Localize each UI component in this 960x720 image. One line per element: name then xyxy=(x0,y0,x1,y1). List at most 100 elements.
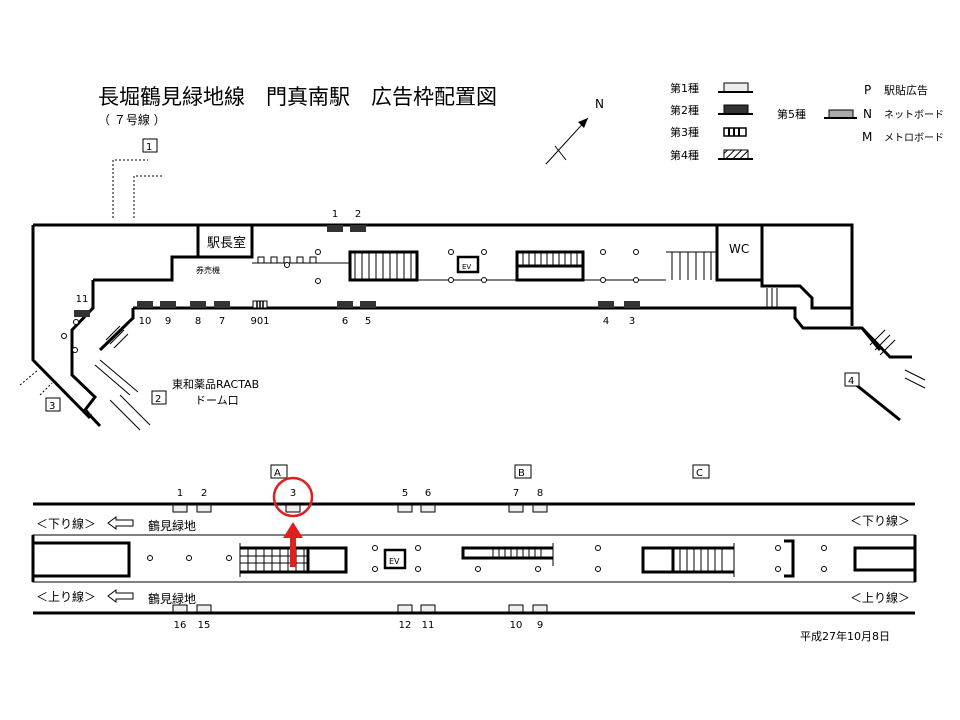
ticket-gates xyxy=(257,256,317,264)
ad-slot xyxy=(532,604,548,613)
ad-slot xyxy=(532,504,548,513)
ad-slot xyxy=(214,301,230,308)
highlight-arrow-icon xyxy=(283,522,303,567)
ad-number: 1 xyxy=(332,209,338,220)
ad-number: 15 xyxy=(198,620,211,631)
ad-slot xyxy=(327,225,343,232)
escalator-icon xyxy=(354,252,412,280)
down-line-label: ＜下り線＞ xyxy=(36,516,96,531)
destination-down: 鶴見緑地 xyxy=(148,518,196,533)
exit-4: 4 xyxy=(844,372,860,387)
exit-2-name-line2: ドーム口 xyxy=(195,394,239,407)
ad-number: 901 xyxy=(250,316,269,327)
exit-2: 2 xyxy=(151,390,167,405)
svg-text:駅貼広告: 駅貼広告 xyxy=(884,83,928,97)
ad-number: 2 xyxy=(355,209,361,220)
section-a: A xyxy=(270,464,288,479)
section-c: C xyxy=(692,464,710,479)
svg-text:4: 4 xyxy=(848,376,854,387)
ad-slot xyxy=(74,310,90,317)
svg-text:N: N xyxy=(863,107,872,121)
ad-number: 11 xyxy=(422,620,435,631)
svg-text:EV: EV xyxy=(462,263,471,271)
ad-number: 7 xyxy=(219,316,225,327)
ad-number: 9 xyxy=(537,620,543,631)
legend-type1-label: 第1種 xyxy=(670,81,699,95)
ad-number: 4 xyxy=(603,316,609,327)
svg-text:2: 2 xyxy=(155,394,161,405)
ad-slot xyxy=(508,604,524,613)
date-label: 平成27年10月8日 xyxy=(800,629,890,643)
ad-number: 6 xyxy=(342,316,348,327)
ad-number: 6 xyxy=(425,488,431,499)
ad-slot xyxy=(190,301,206,308)
svg-text:1: 1 xyxy=(146,142,152,153)
ad-number: 7 xyxy=(513,488,519,499)
exit-3: 3 xyxy=(45,397,61,412)
svg-text:A: A xyxy=(274,468,281,479)
ad-slot xyxy=(420,604,436,613)
type3-icon xyxy=(723,127,747,137)
ad-slot xyxy=(397,604,413,613)
svg-text:3: 3 xyxy=(49,401,55,412)
ad-slot xyxy=(172,504,188,513)
ad-number: 2 xyxy=(201,488,207,499)
ad-number: 8 xyxy=(537,488,543,499)
ad-slot xyxy=(360,301,376,308)
svg-text:ネットボード: ネットボード xyxy=(884,109,944,121)
ad-slot xyxy=(350,225,366,232)
north-label: N xyxy=(595,97,604,111)
section-b: B xyxy=(514,464,532,479)
pillars xyxy=(147,545,827,572)
ad-number: 8 xyxy=(195,316,201,327)
legend-type2-label: 第2種 xyxy=(670,103,699,117)
ad-number: 10 xyxy=(510,620,523,631)
ad-slot xyxy=(508,504,524,513)
up-line-label-right: ＜上り線＞ xyxy=(850,590,910,605)
ad-number: 12 xyxy=(399,620,412,631)
ad-number: 3 xyxy=(290,488,296,499)
ad-number: 9 xyxy=(165,316,171,327)
svg-text:C: C xyxy=(696,468,703,479)
exit-1: 1 xyxy=(142,138,158,153)
legend-type5-label: 第5種 xyxy=(777,107,806,121)
svg-text:M: M xyxy=(862,130,872,144)
ad-slot xyxy=(172,604,188,613)
svg-text:EV: EV xyxy=(389,557,400,566)
left-arrow-icon xyxy=(107,589,134,603)
platform-plan: EV ＜下り線＞ ＜下り線＞ ＜上り線＞ ＜上り線＞ 鶴見緑地 鶴見緑地 A B… xyxy=(31,464,917,631)
ad-number: 1 xyxy=(177,488,183,499)
ad-number: 11 xyxy=(76,294,89,305)
page-title: 長堀鶴見緑地線 門真南駅 広告枠配置図 xyxy=(98,85,497,109)
ad-slot xyxy=(420,504,436,513)
station-master-room: 駅長室 xyxy=(207,235,246,251)
stairs-icon xyxy=(522,252,578,266)
ad-number: 16 xyxy=(174,620,187,631)
ad-slot xyxy=(598,301,614,308)
left-arrow-icon xyxy=(107,516,134,530)
legend: 第1種 第2種 第3種 第4種 第5種 P 駅貼広告 N ネットボード M メト… xyxy=(670,81,944,162)
legend-type3-label: 第3種 xyxy=(670,125,699,139)
pillars xyxy=(61,249,639,353)
destination-up: 鶴見緑地 xyxy=(148,591,196,606)
elevator-icon xyxy=(456,255,480,274)
ticket-machine: 券売機 xyxy=(196,265,220,275)
page-subtitle: （ ７号線 ） xyxy=(98,112,166,127)
ad-slot xyxy=(160,301,176,308)
highlight-circle xyxy=(272,476,314,518)
ad-number: 10 xyxy=(139,316,152,327)
ad-slot xyxy=(137,301,153,308)
legend-type4-label: 第4種 xyxy=(670,148,699,162)
stairs-icon xyxy=(666,251,717,280)
down-line-label-right: ＜下り線＞ xyxy=(850,513,910,528)
ad-number: 5 xyxy=(365,316,371,327)
exit-2-name: 東和薬品RACTAB xyxy=(172,378,259,391)
ad-slot xyxy=(196,604,212,613)
ad-slot xyxy=(196,504,212,513)
ad-slot xyxy=(337,301,353,308)
ad-slot xyxy=(285,504,301,513)
svg-text:P: P xyxy=(864,83,871,97)
ad-slot xyxy=(624,301,640,308)
